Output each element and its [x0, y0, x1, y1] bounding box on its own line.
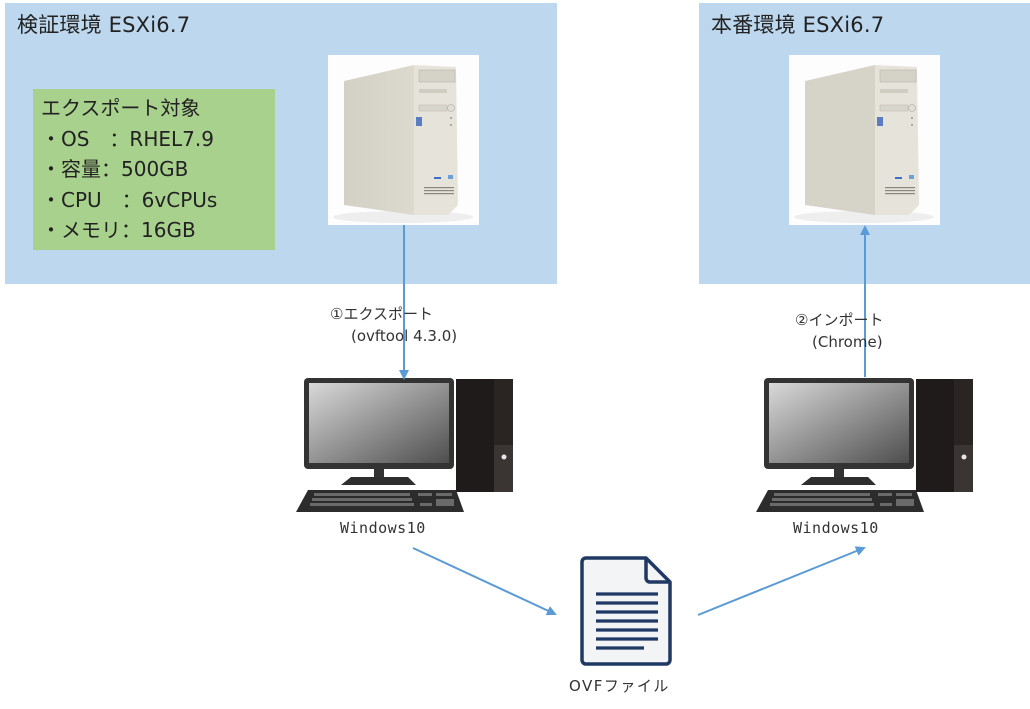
import-client-pc-icon: [756, 375, 974, 518]
source-environment-title: 検証環境 ESXi6.7: [17, 13, 191, 37]
export-to-file-arrow: [412, 547, 557, 616]
export-tool-label: (ovftool 4.3.0): [351, 327, 458, 345]
target-environment-title: 本番環境 ESXi6.7: [711, 13, 885, 37]
ovf-file-label: OVFファイル: [569, 677, 670, 695]
export-client-label: Windows10: [340, 519, 426, 537]
source-server-icon: [328, 55, 479, 225]
export-client-pc-icon: [296, 375, 514, 518]
export-target-box: エクスポート対象 ・OS ：RHEL7.9 ・容量：500GB ・CPU ：6v…: [33, 89, 275, 250]
export-target-heading: エクスポート対象: [41, 96, 201, 120]
export-step-label: ①エクスポート: [330, 305, 433, 323]
import-client-label: Windows10: [793, 519, 879, 537]
file-to-import-arrow: [697, 546, 866, 616]
target-server-icon: [789, 55, 940, 225]
import-step-label: ②インポート: [795, 311, 884, 329]
spec-item-os: ・OS ：RHEL7.9: [41, 126, 214, 151]
spec-item-memory: ・メモリ：16GB: [41, 218, 196, 242]
spec-item-capacity: ・容量：500GB: [41, 157, 189, 181]
spec-item-cpu: ・CPU ：6vCPUs: [41, 187, 218, 212]
document-icon: [578, 556, 674, 668]
import-tool-label: (Chrome): [812, 333, 883, 351]
